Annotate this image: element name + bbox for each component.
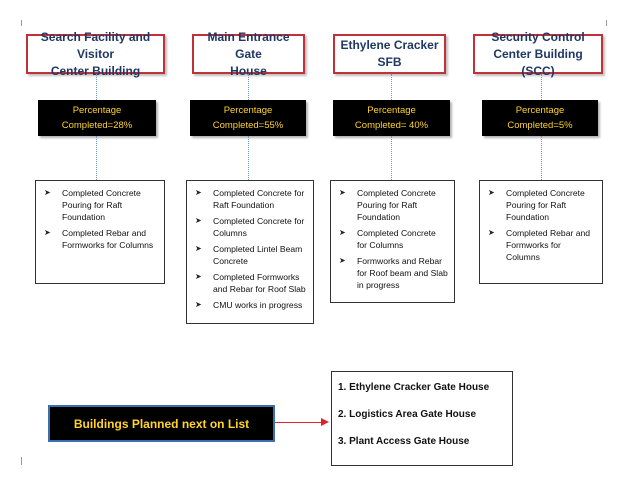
connector-line [248, 136, 249, 180]
list-item: 3. Plant Access Gate House [338, 436, 470, 447]
corner-tick [606, 20, 607, 26]
list-item: 1. Ethylene Cracker Gate House [338, 382, 490, 393]
percentage-label: Percentage [515, 105, 565, 116]
task-list-search-facility: ➤Completed Concrete Pouring for Raft Fou… [35, 180, 165, 284]
percentage-label: Percentage [72, 105, 122, 116]
percentage-completed: Completed=28% [61, 120, 133, 131]
connector-line [96, 136, 97, 180]
list-item: ➤Completed Concrete for Columns [195, 216, 305, 238]
arrow-bullet-icon: ➤ [488, 188, 495, 197]
percentage-box-security-control: Percentage Completed=5% [482, 100, 598, 136]
percentage-completed: Completed=5% [507, 120, 573, 131]
task-list-ethylene-cracker: ➤Completed Concrete Pouring for Raft Fou… [330, 180, 455, 303]
task-list-main-entrance: ➤Completed Concrete for Raft Foundation … [186, 180, 314, 324]
arrow-bullet-icon: ➤ [195, 216, 202, 225]
connector-line [96, 74, 97, 100]
percentage-box-main-entrance: Percentage Completed=55% [190, 100, 306, 136]
arrow-right-icon [321, 418, 329, 426]
list-item: ➤Completed Concrete for Columns [339, 228, 436, 250]
list-item: ➤Completed Concrete Pouring for Raft Fou… [488, 188, 585, 222]
list-item: ➤CMU works in progress [195, 300, 303, 310]
list-item: ➤Completed Concrete for Raft Foundation [195, 188, 305, 210]
arrow-bullet-icon: ➤ [195, 272, 202, 281]
arrow-bullet-icon: ➤ [339, 228, 346, 237]
corner-tick [21, 20, 22, 26]
arrow-bullet-icon: ➤ [195, 188, 202, 197]
list-item: 2. Logistics Area Gate House [338, 409, 477, 420]
corner-tick [21, 457, 22, 465]
list-item: ➤Completed Concrete Pouring for Raft Fou… [44, 188, 141, 222]
connector-line [391, 74, 392, 100]
task-list-security-control: ➤Completed Concrete Pouring for Raft Fou… [479, 180, 603, 284]
title-box-security-control: Security Control Center Building (SCC) [473, 30, 603, 78]
arrow-bullet-icon: ➤ [44, 188, 51, 197]
percentage-label: Percentage [367, 105, 416, 116]
connector-line [541, 136, 542, 180]
title-box-main-entrance: Main Entrance Gate House [192, 30, 305, 78]
percentage-completed: Completed=55% [212, 120, 284, 131]
percentage-label: Percentage [223, 105, 273, 116]
percentage-box-search-facility: Percentage Completed=28% [38, 100, 156, 136]
connector-line [541, 74, 542, 100]
list-item: ➤Completed Rebar and Formworks for Colum… [488, 228, 591, 262]
list-item: ➤Completed Formworks and Rebar for Roof … [195, 272, 306, 294]
connector-line [391, 136, 392, 180]
list-item: ➤Completed Rebar and Formworks for Colum… [44, 228, 154, 250]
arrow-bullet-icon: ➤ [44, 228, 51, 237]
arrow-connector [275, 422, 323, 423]
percentage-box-ethylene-cracker: Percentage Completed= 40% [333, 100, 450, 136]
arrow-bullet-icon: ➤ [195, 244, 202, 253]
arrow-bullet-icon: ➤ [339, 256, 346, 265]
connector-line [248, 74, 249, 100]
list-item: ➤Completed Concrete Pouring for Raft Fou… [339, 188, 436, 222]
title-box-search-facility: Search Facility and Visitor Center Build… [26, 30, 165, 78]
arrow-bullet-icon: ➤ [339, 188, 346, 197]
planned-buildings-label: Buildings Planned next on List [48, 405, 275, 442]
title-box-ethylene-cracker: Ethylene Cracker SFB [333, 34, 446, 74]
list-item: ➤Completed Lintel Beam Concrete [195, 244, 303, 266]
percentage-completed: Completed= 40% [354, 120, 429, 131]
arrow-bullet-icon: ➤ [488, 228, 495, 237]
planned-buildings-list: 1. Ethylene Cracker Gate House 2. Logist… [331, 371, 513, 466]
arrow-bullet-icon: ➤ [195, 300, 202, 309]
list-item: ➤Formworks and Rebar for Roof beam and S… [339, 256, 448, 290]
